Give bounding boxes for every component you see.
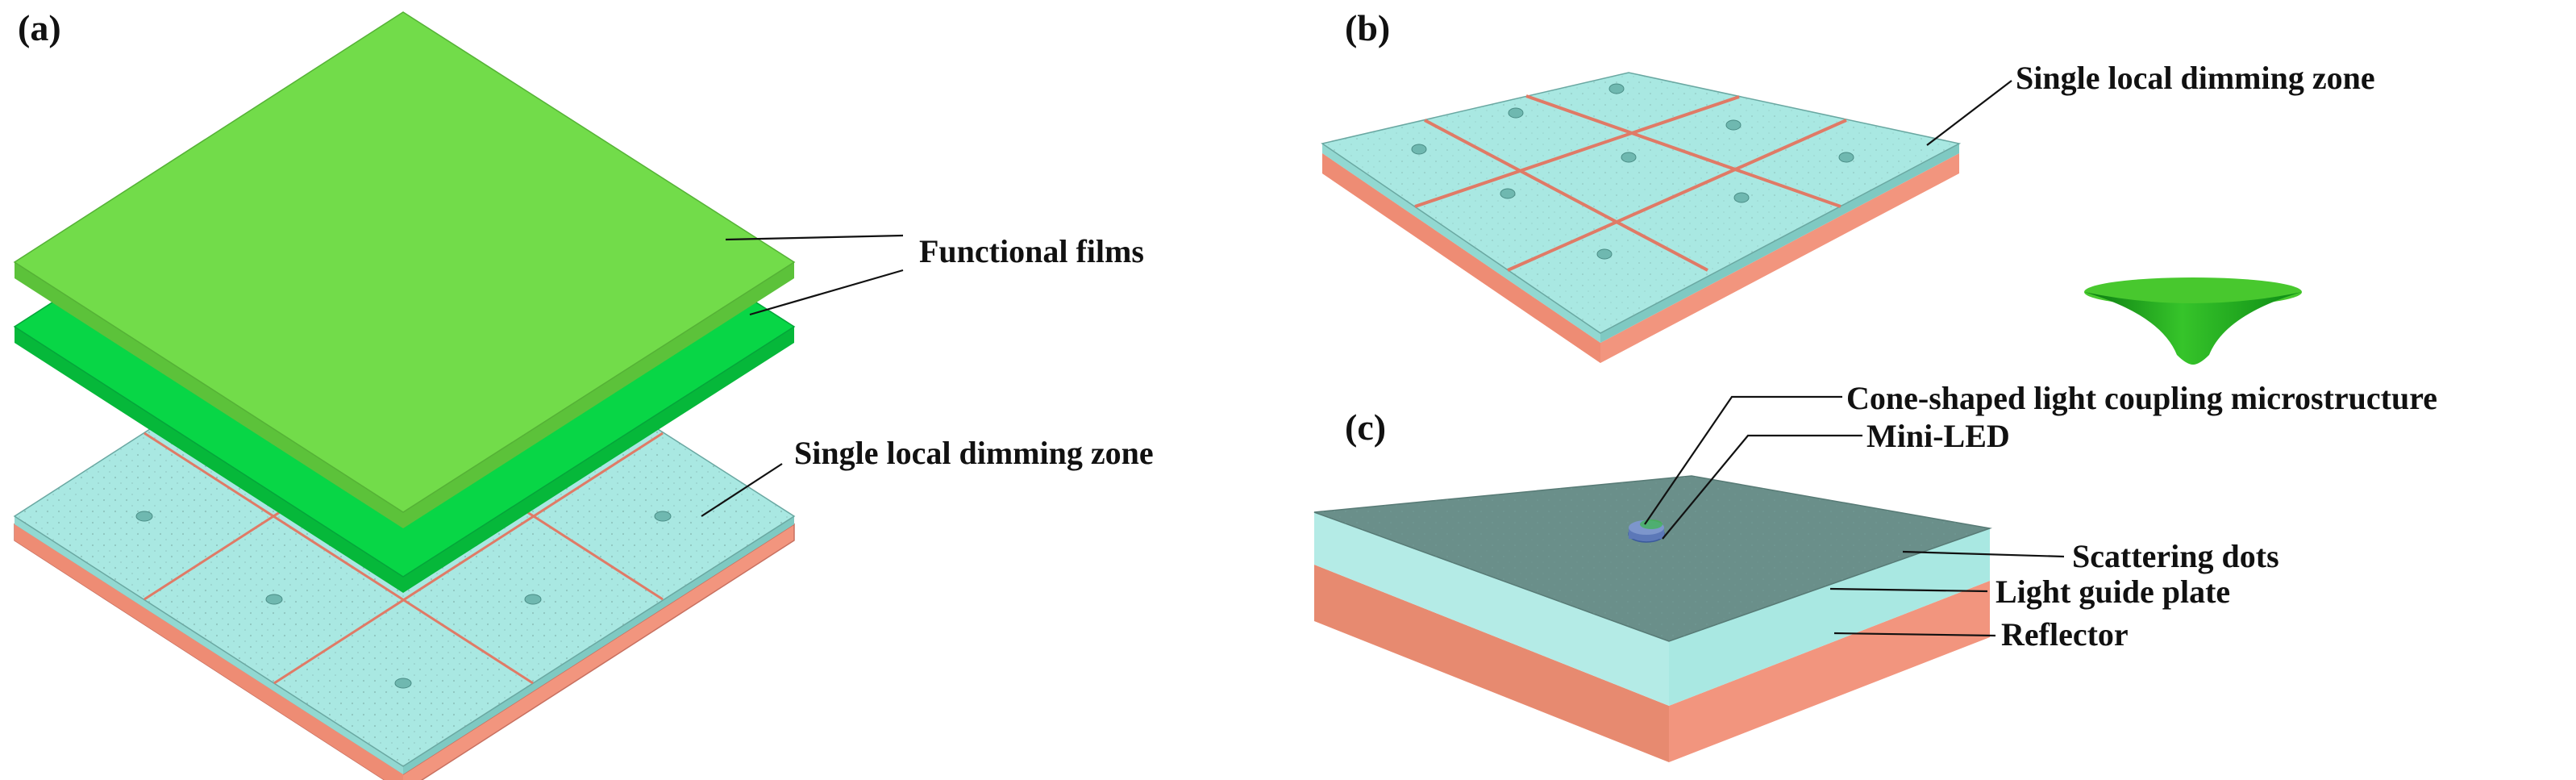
panel-b-letter: (b) [1345, 7, 1390, 48]
zone-array-b [1321, 72, 1962, 363]
leader-film-upper [725, 234, 904, 241]
label-mini-led: Mini-LED [1866, 418, 2010, 454]
panel-c: (c) Cone-shaped light coupling microstru… [1313, 380, 2437, 762]
label-cone-microstructure: Cone-shaped light coupling microstructur… [1846, 380, 2437, 416]
leader-cone [1644, 395, 1842, 525]
leader-light-guide [1829, 587, 1988, 593]
label-single-zone-a: Single local dimming zone [794, 435, 1154, 471]
panel-c-letter: (c) [1345, 407, 1386, 448]
single-zone-block [1313, 475, 1992, 762]
leader-reflector [1833, 632, 1996, 637]
leader-zone-b [1926, 80, 2012, 146]
label-functional-films: Functional films [919, 233, 1144, 269]
label-single-zone-b: Single local dimming zone [2016, 60, 2375, 96]
panel-a: (a) [13, 7, 1154, 780]
label-reflector: Reflector [2001, 616, 2129, 653]
leader-scattering-dots [1902, 550, 2065, 558]
leader-film-lower [749, 269, 904, 316]
panel-b: (b) [1321, 7, 2375, 365]
cone-microstructure-illustration [2084, 277, 2302, 365]
panel-a-letter: (a) [18, 7, 61, 48]
leader-zone-a [701, 463, 783, 517]
label-scattering-dots: Scattering dots [2072, 538, 2279, 574]
leader-mini-led [1662, 434, 1862, 540]
label-light-guide-plate: Light guide plate [1995, 574, 2230, 610]
functional-film-upper [13, 11, 796, 528]
